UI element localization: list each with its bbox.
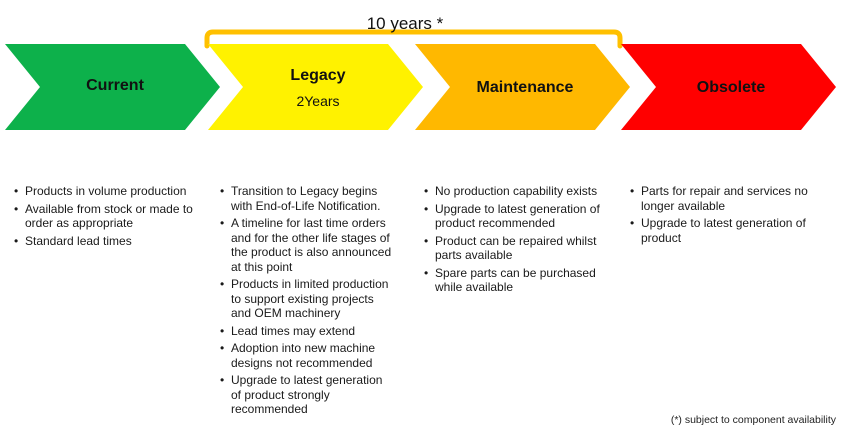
obsolete-list: Parts for repair and services no longer … — [630, 184, 810, 245]
list-item: Products in volume production — [14, 184, 194, 199]
stage-subtitle-legacy: 2Years — [296, 93, 340, 109]
list-item: Upgrade to latest generation of product … — [220, 373, 392, 417]
current-list: Products in volume production Available … — [14, 184, 194, 248]
chevron-obsolete — [621, 44, 836, 130]
list-item: Product can be repaired whilst parts ava… — [424, 234, 604, 263]
maintenance-list: No production capability exists Upgrade … — [424, 184, 604, 295]
list-item: Transition to Legacy begins with End-of-… — [220, 184, 392, 213]
footnote: (*) subject to component availability — [670, 414, 836, 426]
list-item: Products in limited production to suppor… — [220, 277, 392, 321]
column-legacy: Transition to Legacy begins with End-of-… — [220, 184, 392, 420]
list-item: No production capability exists — [424, 184, 604, 199]
list-item: Available from stock or made to order as… — [14, 202, 194, 231]
ten-year-bracket — [204, 29, 623, 49]
chevron-maintenance — [415, 44, 630, 130]
column-obsolete: Parts for repair and services no longer … — [630, 184, 810, 248]
chevron-row — [5, 29, 836, 130]
chevron-current — [5, 44, 220, 130]
list-item: Lead times may extend — [220, 324, 392, 339]
stage-title-maintenance: Maintenance — [476, 79, 574, 96]
column-current: Products in volume production Available … — [14, 184, 194, 251]
stage-title-legacy: Legacy — [290, 67, 346, 84]
list-item: A timeline for last time orders and for … — [220, 216, 392, 274]
stage-title-current: Current — [86, 77, 144, 94]
column-maintenance: No production capability exists Upgrade … — [424, 184, 604, 298]
list-item: Spare parts can be purchased while avail… — [424, 266, 604, 295]
chevron-legacy — [208, 44, 423, 130]
list-item: Upgrade to latest generation of product … — [424, 202, 604, 231]
list-item: Standard lead times — [14, 234, 194, 249]
list-item: Upgrade to latest generation of product — [630, 216, 810, 245]
bracket-label: 10 years * — [366, 14, 444, 33]
list-item: Parts for repair and services no longer … — [630, 184, 810, 213]
stage-title-obsolete: Obsolete — [696, 79, 766, 96]
list-item: Adoption into new machine designs not re… — [220, 341, 392, 370]
legacy-list: Transition to Legacy begins with End-of-… — [220, 184, 392, 417]
